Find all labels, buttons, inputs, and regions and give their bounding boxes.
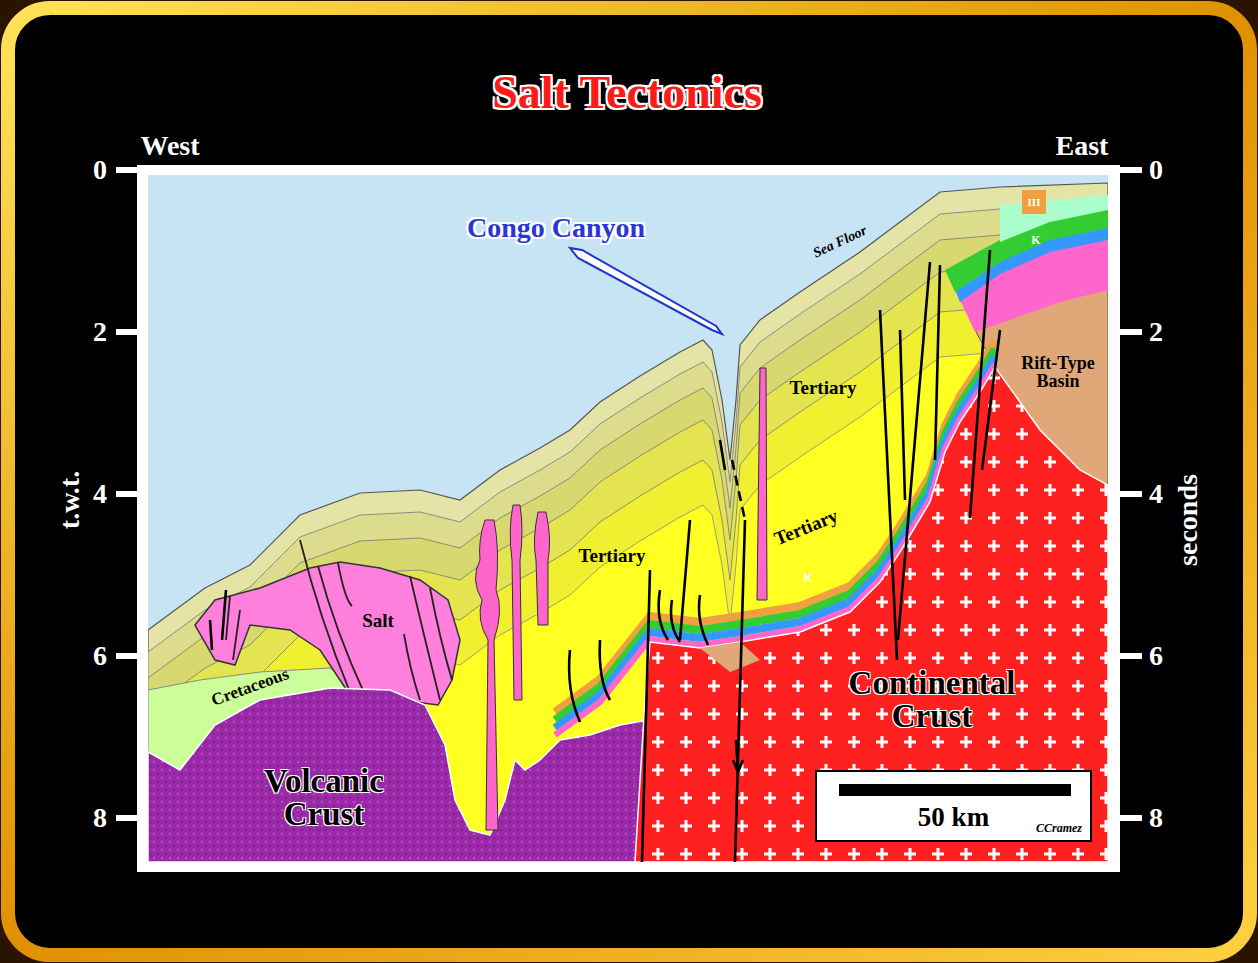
layer-label: K [1031,234,1040,246]
axis-title: t.w.t. [56,471,84,529]
diagram-title: Salt Tectonics [492,70,762,116]
scale-box: 50 km CCramez [815,770,1092,842]
scale-bar [839,784,1071,796]
axis-number: 4 [93,480,107,508]
layer-label: Salt [359,610,397,631]
axis-number: 6 [93,642,107,670]
crust-label: Continental Crust [822,667,1042,733]
compass-label: West [140,132,199,160]
layer-label: K [803,572,812,584]
axis-number: 2 [1149,318,1163,346]
axis-number: 8 [1149,804,1163,832]
layer-label: Tertiary [790,378,857,397]
crust-label: Volcanic Crust [239,765,409,831]
axis-number: 6 [1149,642,1163,670]
axis-number: 0 [1149,156,1163,184]
compass-label: East [1056,132,1109,160]
author-signature: CCramez [1036,821,1082,836]
callout-label: Congo Canyon [467,214,645,242]
scale-value: 50 km [918,802,989,833]
layer-label: III [1028,197,1041,208]
axis-number: 0 [93,156,107,184]
layer-label: Tertiary [579,546,646,565]
axis-number: 8 [93,804,107,832]
axis-title: seconds [1174,474,1202,566]
basin-label: Rift-Type Basin [1013,354,1103,390]
axis-number: 2 [93,318,107,346]
axis-number: 4 [1149,480,1163,508]
